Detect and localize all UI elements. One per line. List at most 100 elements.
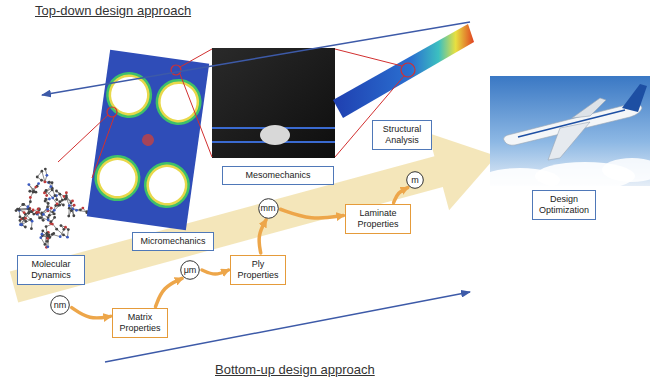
process-box: Molecular Dynamics [17,255,85,285]
atom [28,211,31,214]
atom [42,219,45,222]
atom [47,181,50,184]
zoom-leader [92,117,114,178]
circle-outline [407,172,424,189]
stress-ring [144,162,190,208]
atom [71,200,74,203]
scale-arrow [394,188,408,203]
atom [27,205,30,208]
atom [61,199,64,202]
atom [67,215,70,218]
scale-circle: nm [50,295,70,315]
stress-ring [155,79,201,125]
stress-spot [141,133,155,147]
atom [51,197,54,200]
atom [31,220,34,223]
atom [35,212,38,215]
atom [30,227,33,230]
zoom-leader [180,49,212,67]
approach-heading: Bottom-up design approach [215,362,375,377]
atom [55,190,58,193]
atom [46,245,49,248]
atom [18,209,21,212]
atom [45,225,48,228]
stress-ring [91,152,143,204]
atom [29,196,32,199]
atom [70,209,73,212]
airplane [504,84,647,160]
box-label: Ply Properties [235,259,281,281]
atom [48,214,51,217]
scale-circle: mm [258,198,279,219]
atom [51,223,54,226]
cheatline [518,110,625,137]
atom [55,228,58,231]
property-box: Laminate Properties [345,204,411,234]
atom [22,203,25,206]
process-box: Micromechanics [132,232,214,251]
box-label: Design Optimization [537,194,591,216]
atom [68,207,71,210]
atom [48,198,51,201]
atom [44,168,47,171]
hole [97,158,138,199]
atom [23,211,26,214]
atom [45,174,48,177]
cloud [602,158,650,182]
circle-outline [51,296,70,315]
atom [43,192,46,195]
atom [81,207,84,210]
bottom-up-arrow [105,292,470,362]
stress-ring [106,72,152,118]
atom [44,243,47,246]
atom [66,236,69,239]
atom [63,228,66,231]
atom [72,214,75,217]
atom [34,186,37,189]
atom [60,224,63,227]
atom [53,194,56,197]
atom [67,228,70,231]
atom [18,208,21,211]
atom [27,183,30,186]
scale-circle: μm [180,260,200,280]
atom [28,190,31,193]
atom [20,223,23,226]
atom [35,191,38,194]
approach-heading: Top-down design approach [35,3,191,18]
laminate-figure [212,48,335,158]
process-box: Structural Analysis [372,120,432,150]
top-down-arrow [42,22,470,95]
stress-ring [141,159,193,211]
atom [73,204,76,207]
scale-arrow [72,308,111,318]
atom [32,209,35,212]
atom [40,216,43,219]
atom [32,190,35,193]
atom [41,233,44,236]
atom [19,215,22,218]
scale-arrow [202,270,229,274]
atom [50,220,53,223]
circle-outline [181,261,200,280]
beam-figure [333,24,474,118]
atom [37,182,40,185]
unit-label: nm [54,300,67,311]
molecule-chain [16,184,39,211]
atom [44,181,47,184]
molecule-chain [37,199,55,220]
atom [49,185,52,188]
atom [58,204,61,207]
stress-ring [153,76,205,128]
scale-arrow [259,220,266,253]
atom [55,198,58,201]
tail-fin [622,84,647,112]
atom [56,202,59,205]
zoom-leader [335,49,402,66]
atom [38,207,41,210]
atom [75,209,78,212]
atom [40,170,43,173]
wing [572,98,606,118]
atom [20,223,23,226]
